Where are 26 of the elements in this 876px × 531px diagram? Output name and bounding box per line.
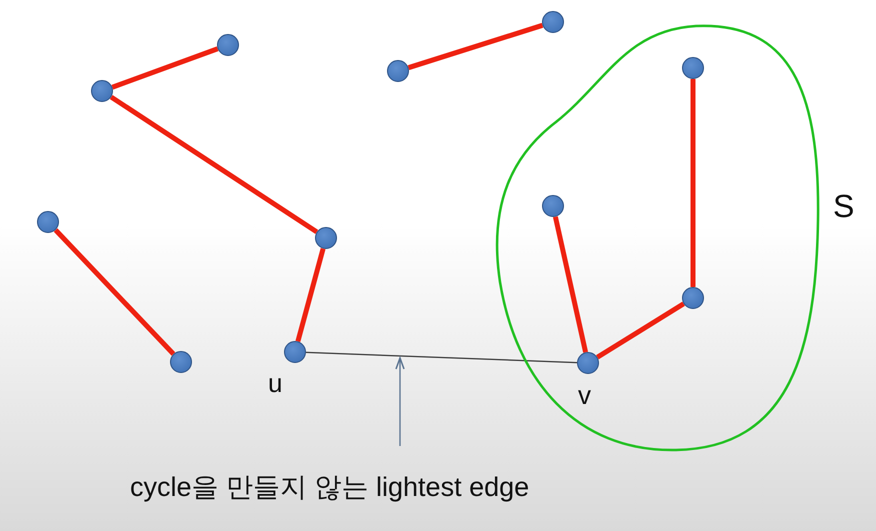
graph-vertex xyxy=(542,11,564,33)
graph-edge xyxy=(54,228,176,356)
graph-edge xyxy=(110,94,318,234)
graph-vertex xyxy=(315,227,337,249)
vertex-label: v xyxy=(578,382,591,408)
graph-vertex xyxy=(577,352,599,374)
graph-edge xyxy=(552,216,588,353)
annotation-text: cycle을 만들지 않는 lightest edge xyxy=(130,472,530,504)
leader-arrow xyxy=(395,357,405,446)
graph-vertex xyxy=(37,211,59,233)
vertex-label: u xyxy=(268,370,282,396)
graph-vertex xyxy=(91,80,113,102)
graph-edge xyxy=(408,22,544,70)
graph-vertex xyxy=(542,195,564,217)
graph-vertex xyxy=(284,341,306,363)
graph-vertex xyxy=(387,60,409,82)
graph-edge xyxy=(690,79,696,287)
graph-edge xyxy=(596,302,685,360)
graph-vertex xyxy=(217,34,239,56)
graph-vertex xyxy=(170,351,192,373)
graph-vertex xyxy=(682,57,704,79)
graph-edge xyxy=(295,248,326,342)
graph-edge xyxy=(306,352,578,364)
graph-vertex xyxy=(682,287,704,309)
set-label: S xyxy=(833,190,854,222)
graph-edge xyxy=(111,46,219,90)
